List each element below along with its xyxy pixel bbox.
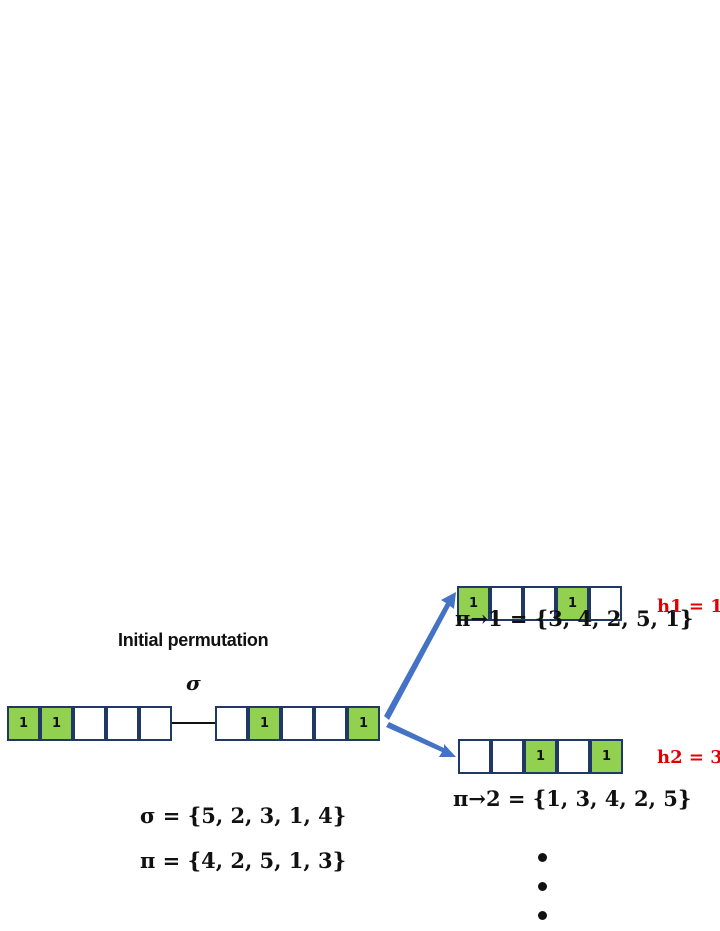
branch1-array-cell: 1 [457,586,490,621]
branch2-equation: π→2 = {1, 3, 4, 2, 5} [453,786,692,811]
branch2-array-cell [458,739,491,774]
branch1-array-cell [523,586,556,621]
right-array-cell [281,706,314,741]
ellipsis-dot [538,911,547,920]
left-array-cell: 1 [7,706,40,741]
right-array-cell [314,706,347,741]
ellipsis-dot [538,882,547,891]
ellipsis-dot [538,853,547,862]
arrow-to-branch1 [384,592,456,720]
right-array-cell: 1 [347,706,380,741]
pi-equation: π = {4, 2, 5, 1, 3} [140,848,347,873]
right-array-cell: 1 [248,706,281,741]
left-array-cell [106,706,139,741]
right-array-cell [215,706,248,741]
branch2-array-cell [557,739,590,774]
branch1-h-value: h1 = 1 [657,596,720,617]
branch1-array-cell [490,586,523,621]
branch2-array-cell: 1 [590,739,623,774]
sigma-label: σ [186,671,201,695]
left-array-cell [73,706,106,741]
initial-permutation-title: Initial permutation [118,630,269,650]
left-array-cell: 1 [40,706,73,741]
branch2-array-cell [491,739,524,774]
branch2-h-value: h2 = 3 [657,747,720,768]
branch1-array-cell [589,586,622,621]
branch1-array-cell: 1 [556,586,589,621]
branch2-array-cell: 1 [524,739,557,774]
branch1-equation: π→1 = {3, 4, 2, 5, 1} [455,606,694,631]
left-array-cell [139,706,172,741]
sigma-equation: σ = {5, 2, 3, 1, 4} [140,803,347,828]
arrow-to-branch2 [386,722,456,757]
